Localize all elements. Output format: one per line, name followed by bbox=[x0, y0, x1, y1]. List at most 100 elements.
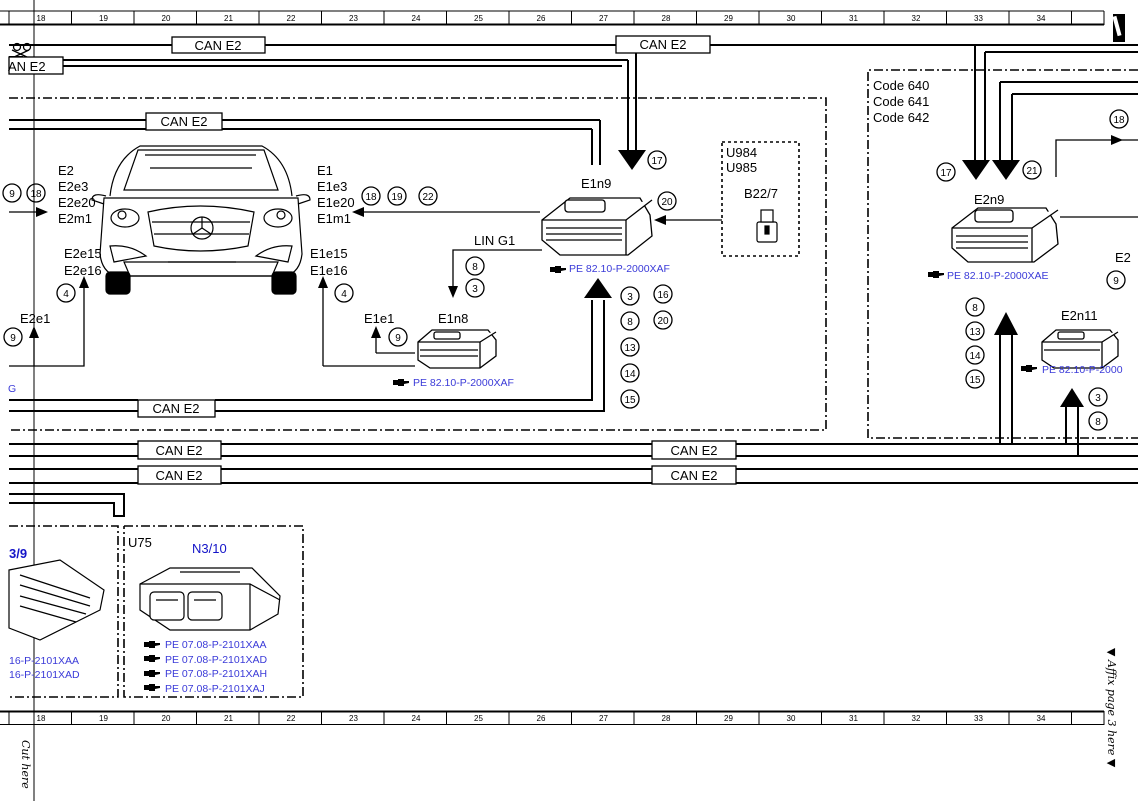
ruler-number: 28 bbox=[662, 714, 671, 723]
can-e2-text-low1: CAN E2 bbox=[156, 443, 203, 458]
ruler-number: 18 bbox=[37, 14, 46, 23]
left-ref-1: 16-P-2101XAA bbox=[9, 655, 79, 667]
label-e2e3: E2e3 bbox=[58, 179, 88, 194]
can-e2-label-low2 bbox=[651, 440, 737, 460]
label-e1e16: E1e16 bbox=[310, 263, 348, 278]
can-bus-top bbox=[9, 44, 1138, 180]
book-icon bbox=[144, 641, 160, 648]
label-partial-g: G bbox=[8, 383, 16, 395]
circle-9: 9 bbox=[9, 189, 15, 200]
e2n9-ref: PE 82.10-P-2000XAE bbox=[947, 270, 1049, 282]
circle-14: 14 bbox=[624, 369, 636, 380]
ruler-number: 32 bbox=[912, 14, 921, 23]
can-e2-text-truncated: AN E2 bbox=[8, 59, 46, 74]
ruler-number: 24 bbox=[412, 14, 421, 23]
label-e2e16: E2e16 bbox=[64, 263, 102, 278]
ruler-number: 23 bbox=[349, 714, 358, 723]
bottom-left-panel bbox=[9, 525, 119, 698]
can-e2-label-low3 bbox=[137, 465, 222, 485]
ruler-number: 30 bbox=[787, 14, 796, 23]
lin-g1-label: LIN G1 bbox=[474, 233, 515, 248]
n3-10-ecu-icon bbox=[139, 567, 281, 631]
circle-22: 22 bbox=[422, 192, 434, 203]
circle-15: 15 bbox=[969, 375, 981, 386]
e2n11-label: E2n11 bbox=[1061, 308, 1098, 323]
ruler-number: 31 bbox=[849, 714, 858, 723]
affix-page-text: ▼ Affix page 3 here ▼ bbox=[1105, 648, 1118, 768]
ruler-number: 23 bbox=[349, 14, 358, 23]
code-640: Code 640 bbox=[873, 78, 929, 93]
circle-21: 21 bbox=[1026, 166, 1038, 177]
u985-label: U985 bbox=[726, 160, 757, 175]
ruler-number: 32 bbox=[912, 714, 921, 723]
u984-label: U984 bbox=[726, 145, 757, 160]
ruler-number: 33 bbox=[974, 714, 983, 723]
can-bus-lower bbox=[9, 443, 1138, 484]
ruler-number: 25 bbox=[474, 714, 483, 723]
u984-box bbox=[721, 141, 800, 257]
panel-left-border bbox=[9, 97, 827, 431]
ecu-partial-icon bbox=[8, 559, 105, 641]
label-e2e1: E2e1 bbox=[20, 311, 50, 326]
ruler-number: 27 bbox=[599, 714, 608, 723]
e1n8-label: E1n8 bbox=[438, 311, 468, 326]
label-e1e1: E1e1 bbox=[364, 311, 394, 326]
e2n9-label: E2n9 bbox=[974, 192, 1004, 207]
sensor-icon bbox=[756, 209, 778, 243]
label-e1: E1 bbox=[317, 163, 333, 178]
circle-8: 8 bbox=[472, 262, 478, 273]
left-ref-2: 16-P-2101XAD bbox=[9, 669, 80, 681]
ruler-number: 33 bbox=[974, 14, 983, 23]
book-icon bbox=[144, 655, 160, 662]
ruler-number: 19 bbox=[99, 14, 108, 23]
ruler-number: 21 bbox=[224, 714, 233, 723]
can-e2-label-truncated bbox=[8, 56, 64, 75]
u75-panel bbox=[123, 525, 304, 698]
e1n9-label: E1n9 bbox=[581, 176, 611, 191]
e1n8-ref: PE 82.10-P-2000XAF bbox=[413, 377, 514, 389]
circle-20: 20 bbox=[657, 316, 669, 327]
label-e2: E2 bbox=[58, 163, 74, 178]
circle-14: 14 bbox=[969, 351, 981, 362]
circle-3: 3 bbox=[472, 284, 478, 295]
ruler-number: 22 bbox=[287, 714, 296, 723]
circle-9: 9 bbox=[395, 333, 401, 344]
n3-10-ref-4: PE 07.08-P-2101XAJ bbox=[165, 683, 265, 695]
u75-label: U75 bbox=[128, 535, 152, 550]
ruler-number: 20 bbox=[162, 714, 171, 723]
ruler-number: 19 bbox=[99, 714, 108, 723]
ruler-number: 20 bbox=[162, 14, 171, 23]
label-e2e20: E2e20 bbox=[58, 195, 96, 210]
b22-7-label: B22/7 bbox=[744, 186, 778, 201]
circle-3: 3 bbox=[1095, 393, 1101, 404]
circle-18: 18 bbox=[30, 189, 42, 200]
e1n9-ref: PE 82.10-P-2000XAF bbox=[569, 263, 670, 275]
ruler-number: 26 bbox=[537, 714, 546, 723]
n3-10-ref-1: PE 07.08-P-2101XAA bbox=[165, 639, 267, 651]
e2n11-ref: PE 82.10-P-2000 bbox=[1042, 364, 1123, 376]
can-e2-label-top1 bbox=[171, 36, 266, 54]
circle-8: 8 bbox=[1095, 417, 1101, 428]
circle-4: 4 bbox=[63, 289, 69, 300]
book-icon bbox=[928, 271, 944, 278]
partial-e-label: E2 bbox=[1115, 250, 1131, 265]
ruler-number: 18 bbox=[37, 714, 46, 723]
code-642: Code 642 bbox=[873, 110, 929, 125]
ruler-number: 21 bbox=[224, 14, 233, 23]
circle-8: 8 bbox=[972, 303, 978, 314]
e2n9-module-icon bbox=[951, 207, 1059, 263]
can-e2-label-panel2 bbox=[137, 399, 216, 418]
e2n11-module-icon bbox=[1041, 329, 1119, 369]
n3-10-ref-3: PE 07.08-P-2101XAH bbox=[165, 668, 267, 680]
cut-here-text: Cut here bbox=[19, 740, 32, 789]
n3-10-label: N3/10 bbox=[192, 541, 227, 556]
can-e2-text-panel: CAN E2 bbox=[161, 114, 208, 129]
e1n9-module-icon bbox=[541, 197, 653, 256]
can-e2-label-panel bbox=[145, 112, 223, 131]
ruler-number: 25 bbox=[474, 14, 483, 23]
ruler-number: 28 bbox=[662, 14, 671, 23]
label-e1e15: E1e15 bbox=[310, 246, 348, 261]
